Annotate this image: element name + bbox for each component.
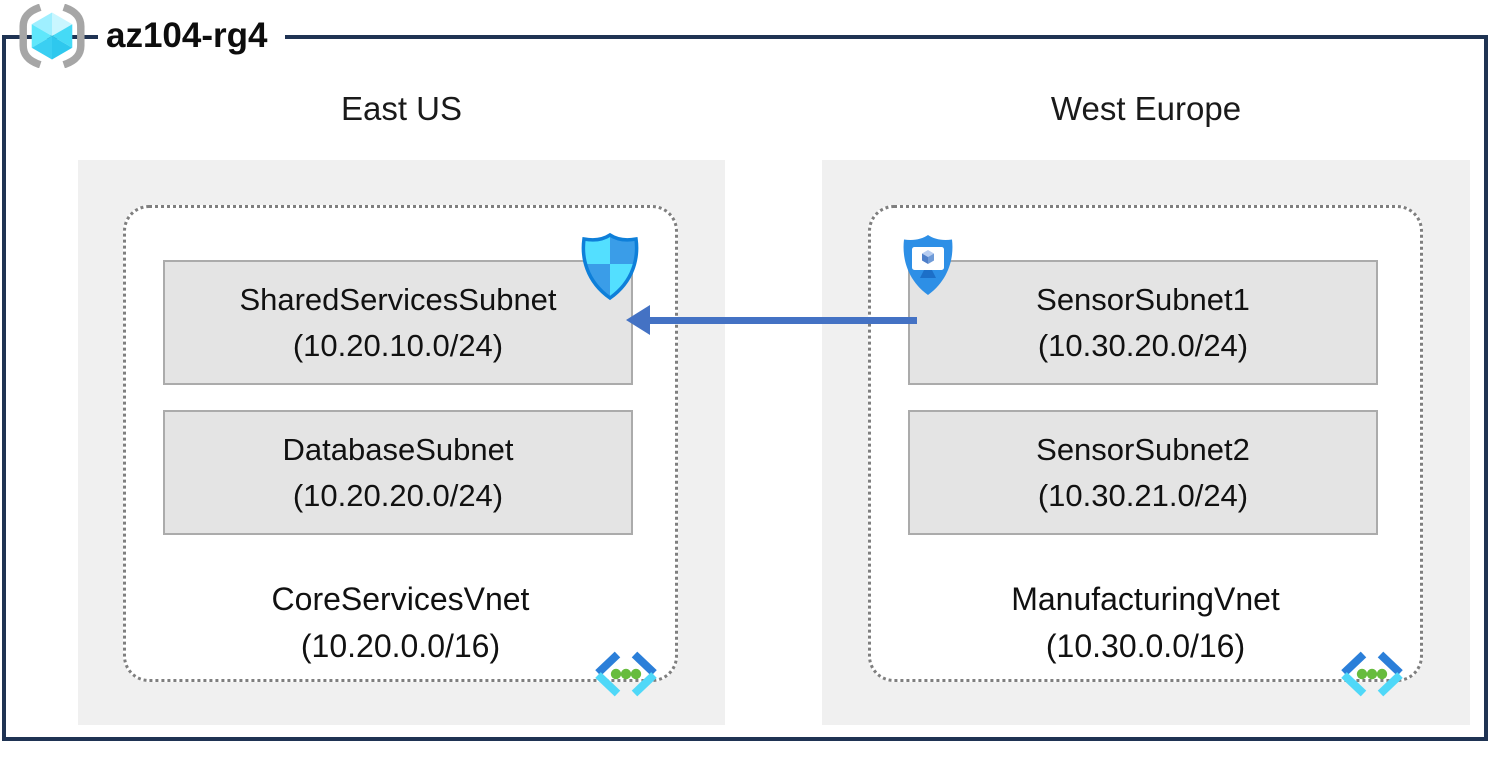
vnet-label-manufacturing: ManufacturingVnet (10.30.0.0/16) [871, 576, 1420, 670]
resource-group-header: az104-rg4 [14, 4, 286, 68]
resource-group-icon [19, 4, 85, 68]
region-title-east-us: East US [340, 90, 463, 127]
virtual-network-icon [1341, 651, 1403, 697]
resource-group-name: az104-rg4 [98, 4, 286, 68]
vnet-name: CoreServicesVnet [271, 581, 530, 617]
traffic-arrow-shaft [648, 317, 917, 324]
subnet-sensor-1: SensorSubnet1 (10.30.20.0/24) [908, 260, 1378, 385]
subnet-cidr: (10.20.20.0/24) [292, 477, 504, 513]
vnet-cidr: (10.30.0.0/16) [1045, 628, 1246, 664]
traffic-arrow-head [626, 305, 650, 335]
virtual-network-icon [595, 651, 657, 697]
resource-group-boundary [2, 35, 1488, 741]
subnet-database: DatabaseSubnet (10.20.20.0/24) [163, 410, 633, 535]
vnet-manufacturing: SensorSubnet1 (10.30.20.0/24) SensorSubn… [868, 205, 1423, 682]
subnet-name: SensorSubnet1 [1036, 281, 1250, 317]
subnet-name: SensorSubnet2 [1036, 431, 1250, 467]
subnet-cidr: (10.20.10.0/24) [292, 327, 504, 363]
vnet-label-core-services: CoreServicesVnet (10.20.0.0/16) [126, 576, 675, 670]
shielded-device-icon [903, 235, 953, 295]
region-title-west-europe: West Europe [1050, 90, 1242, 127]
subnet-sensor-2: SensorSubnet2 (10.30.21.0/24) [908, 410, 1378, 535]
defender-shield-icon [581, 232, 639, 301]
subnet-cidr: (10.30.20.0/24) [1037, 327, 1249, 363]
vnet-cidr: (10.20.0.0/16) [300, 628, 501, 664]
subnet-cidr: (10.30.21.0/24) [1037, 477, 1249, 513]
vnet-name: ManufacturingVnet [1011, 581, 1280, 617]
vnet-core-services: SharedServicesSubnet (10.20.10.0/24) Dat… [123, 205, 678, 682]
subnet-name: SharedServicesSubnet [239, 281, 557, 317]
subnet-shared-services: SharedServicesSubnet (10.20.10.0/24) [163, 260, 633, 385]
subnet-name: DatabaseSubnet [282, 431, 514, 467]
